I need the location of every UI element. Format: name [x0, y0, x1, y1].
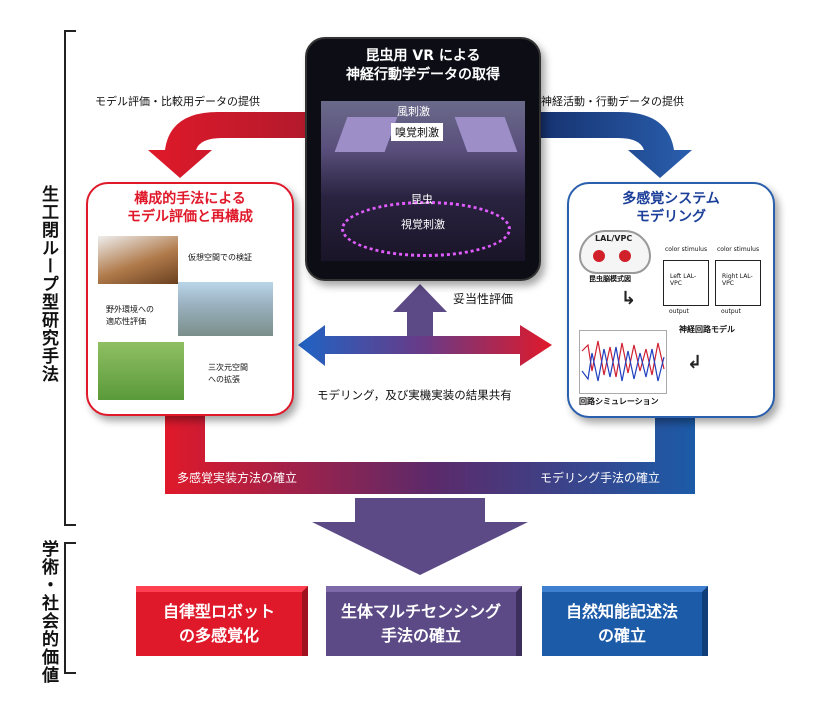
vr-photo: 風刺激 嗅覚刺激 昆虫 視覚刺激: [321, 101, 525, 261]
item2-line1: 野外環境への: [106, 305, 154, 314]
simulation-traces: [581, 340, 665, 382]
bottom-connector: [165, 412, 695, 494]
curve-arrow-icon: ↲: [687, 352, 703, 373]
research-method-bracket: [64, 30, 76, 526]
left-curved-arrow: [148, 112, 315, 178]
right-arrow-icon: ↳: [621, 288, 637, 309]
smell-label: 嗅覚刺激: [391, 123, 443, 141]
item3-line2: への拡張: [208, 375, 240, 384]
output-right: output: [721, 308, 741, 315]
outcome-ni-line2: の確立: [597, 626, 646, 645]
color-stimulus-right: color stimulus: [717, 246, 760, 253]
left-title-1: 構成的手法による: [134, 191, 246, 207]
simulation-label: 回路シミュレーション: [579, 397, 659, 406]
center-title-2: 神経行動学データの取得: [346, 67, 500, 83]
color-stimulus-left: color stimulus: [665, 246, 708, 253]
value-bracket: [64, 542, 76, 674]
right-curved-arrow: [525, 112, 692, 178]
outcome-robot: 自律型ロボット の多感覚化: [136, 586, 308, 656]
validity-label: 妥当性評価: [453, 292, 514, 306]
visual-label: 視覚刺激: [401, 218, 445, 231]
right-top-label: 神経活動・行動データの提供: [541, 95, 684, 108]
output-left: output: [669, 308, 689, 315]
left-title-2: モデル評価と再構成: [127, 209, 253, 225]
robot-image: [98, 342, 184, 400]
insect-label: 昆虫: [411, 193, 433, 206]
brain-diagram-label: 昆虫脳模式図: [589, 275, 631, 283]
item3-line1: 三次元空間: [208, 363, 248, 372]
right-lal-label: Right LAL-VPC: [722, 273, 753, 287]
brain-left-lobe: [593, 250, 605, 262]
vr-wing-left: [334, 117, 398, 152]
brain-diagram: LAL/VPC: [579, 230, 651, 274]
outcome-robot-line2: の多感覚化: [178, 626, 259, 645]
outcome-ni-line1: 自然知能記述法: [565, 602, 678, 621]
outcome-biosensing: 生体マルチセンシング 手法の確立: [326, 586, 522, 656]
outcome-natural-intelligence: 自然知能記述法 の確立: [542, 586, 708, 656]
shared-label: モデリング，及び実機実装の結果共有: [317, 388, 512, 402]
outcome-robot-line1: 自律型ロボット: [162, 602, 275, 621]
center-vr-panel: 昆虫用 VR による 神経行動学データの取得 風刺激 嗅覚刺激 昆虫 視覚刺激: [305, 37, 541, 281]
neural-circuit-diagram: color stimulus color stimulus Left LAL-V…: [659, 246, 765, 320]
outcome-biosensing-line2: 手法の確立: [380, 626, 461, 645]
vr-ring: [341, 201, 511, 257]
value-label: 学術・社会的価値: [38, 540, 58, 684]
down-big-arrow: [312, 498, 528, 575]
left-top-label: モデル評価・比較用データの提供: [95, 95, 260, 108]
shared-double-arrow: [298, 325, 552, 366]
vr-wing-right: [454, 117, 518, 152]
left-lal-label: Left LAL-VPC: [670, 273, 697, 287]
virtual-space-image: [98, 236, 178, 284]
bottom-left-label: 多感覚実装方法の確立: [177, 471, 298, 485]
right-lal-box: Right LAL-VPC: [715, 260, 761, 306]
center-title-1: 昆虫用 VR による: [365, 48, 481, 64]
right-panel: 多感覚システム モデリング LAL/VPC 昆虫脳模式図 ↳ color sti…: [567, 182, 775, 418]
brain-right-lobe: [619, 250, 631, 262]
left-lal-box: Left LAL-VPC: [663, 260, 709, 306]
item1-label: 仮想空間での検証: [188, 253, 252, 262]
right-title-1: 多感覚システム: [622, 191, 720, 207]
research-method-label: 生工閉ループ型研究手法: [38, 185, 58, 383]
wind-label: 風刺激: [397, 105, 430, 118]
right-title-2: モデリング: [636, 209, 706, 225]
item2-line2: 適応性評価: [106, 317, 146, 326]
lal-vpc-label: LAL/VPC: [595, 234, 633, 243]
outdoor-image: [178, 282, 273, 336]
neural-model-label: 神経回路モデル: [679, 325, 735, 334]
left-panel: 構成的手法による モデル評価と再構成 仮想空間での検証 野外環境への 適応性評価…: [86, 182, 294, 416]
bottom-right-label: モデリング手法の確立: [540, 471, 661, 485]
simulation-plot: [579, 330, 667, 394]
outcome-biosensing-line1: 生体マルチセンシング: [340, 602, 501, 621]
validity-up-arrow: [393, 284, 447, 345]
